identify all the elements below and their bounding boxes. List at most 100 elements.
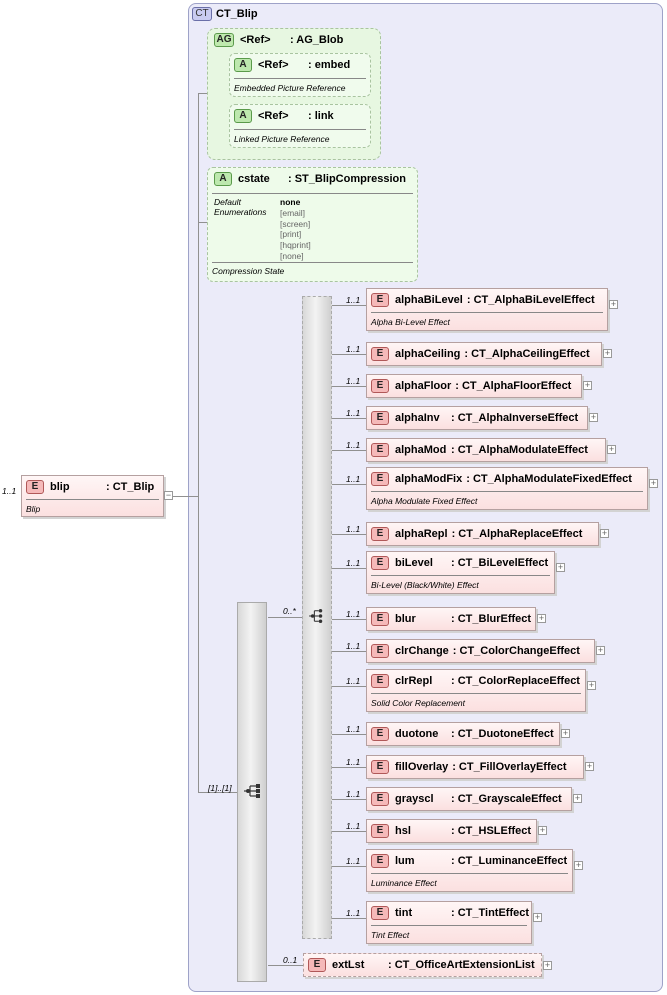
expand-icon[interactable]: + bbox=[596, 645, 605, 655]
choice-connector-line bbox=[332, 450, 366, 451]
expand-icon[interactable]: + bbox=[556, 562, 565, 572]
element-name: clrChange bbox=[395, 645, 449, 657]
attribute-embed[interactable]: A<Ref>: embed Embedded Picture Reference bbox=[229, 53, 371, 97]
expand-icon[interactable]: + bbox=[573, 793, 582, 803]
enum-value: [none] bbox=[280, 250, 304, 261]
expand-icon[interactable]: + bbox=[585, 761, 594, 771]
expand-icon[interactable]: + bbox=[538, 825, 547, 835]
expand-icon[interactable]: + bbox=[533, 912, 542, 922]
element-name: clrRepl bbox=[395, 675, 433, 687]
choice-connector-line bbox=[332, 484, 366, 485]
element-icon: E bbox=[371, 411, 389, 425]
element-type: : CT_BlurEffect bbox=[451, 613, 532, 625]
attribute-group-icon: AG bbox=[214, 33, 234, 47]
expand-icon[interactable]: + bbox=[649, 478, 658, 488]
element-icon: E bbox=[371, 527, 389, 541]
element-cardinality: 1..1 bbox=[346, 789, 361, 799]
enum-value: [email] bbox=[280, 207, 306, 218]
element-type: : CT_AlphaReplaceEffect bbox=[451, 528, 583, 540]
choice-cardinality: 0..* bbox=[283, 606, 296, 616]
element-cardinality: 1..1 bbox=[346, 908, 361, 918]
choice-connector-line bbox=[332, 418, 366, 419]
choice-connector-line bbox=[332, 767, 366, 768]
element-type: : CT_AlphaModulateFixedEffect bbox=[466, 473, 632, 485]
element-icon: E bbox=[371, 674, 389, 688]
sequence-compositor[interactable] bbox=[237, 602, 267, 982]
complex-type-icon: CT bbox=[192, 7, 212, 21]
sequence-icon bbox=[244, 784, 260, 798]
element-icon: E bbox=[26, 480, 44, 494]
element-name: fillOverlay bbox=[395, 761, 449, 773]
element-name: alphaCeiling bbox=[395, 348, 461, 360]
element-name: duotone bbox=[395, 728, 439, 740]
attribute-type: : link bbox=[308, 110, 334, 122]
expand-icon[interactable]: + bbox=[600, 528, 609, 538]
element-name: biLevel bbox=[395, 557, 433, 569]
element-icon: E bbox=[371, 727, 389, 741]
extlst-cardinality: 0..1 bbox=[283, 955, 298, 965]
expand-icon[interactable]: + bbox=[603, 348, 612, 358]
element-cardinality: 1..1 bbox=[346, 295, 361, 305]
sequence-cardinality: [1]..[1] bbox=[208, 783, 232, 793]
element-icon: E bbox=[371, 824, 389, 838]
attribute-group-name: <Ref> bbox=[240, 34, 271, 46]
expand-icon[interactable]: + bbox=[587, 680, 596, 690]
expand-icon[interactable]: + bbox=[574, 860, 583, 870]
enum-value: [hqprint] bbox=[280, 240, 311, 251]
choice-compositor[interactable] bbox=[302, 296, 332, 939]
element-type: : CT_GrayscaleEffect bbox=[451, 793, 562, 805]
attribute-link[interactable]: A<Ref>: link Linked Picture Reference bbox=[229, 104, 371, 148]
expand-icon[interactable]: + bbox=[543, 960, 552, 970]
element-doc: Blip bbox=[26, 499, 159, 514]
choice-connector-line bbox=[332, 651, 366, 652]
choice-connector-line bbox=[332, 568, 366, 569]
element-name: alphaMod bbox=[395, 444, 447, 456]
expand-icon[interactable]: + bbox=[607, 444, 616, 454]
choice-connector-line bbox=[332, 534, 366, 535]
enumerations-label: Enumerations bbox=[214, 207, 267, 217]
cstate-values: none [email] [screen] [print] [hqprint] … bbox=[280, 197, 311, 262]
element-icon: E bbox=[308, 958, 326, 972]
attribute-name: <Ref> bbox=[258, 110, 289, 122]
expand-icon[interactable]: + bbox=[561, 728, 570, 738]
cstate-divider bbox=[212, 193, 413, 194]
element-cardinality: 1..1 bbox=[346, 757, 361, 767]
element-cardinality: 1..1 bbox=[346, 344, 361, 354]
element-name: extLst bbox=[332, 959, 365, 971]
element-icon: E bbox=[371, 472, 389, 486]
extlst-connector bbox=[268, 965, 304, 966]
element-doc: Bi-Level (Black/White) Effect bbox=[371, 575, 550, 590]
expand-icon[interactable]: + bbox=[583, 380, 592, 390]
expand-icon[interactable]: + bbox=[537, 613, 546, 623]
element-cardinality: 1..1 bbox=[346, 641, 361, 651]
element-doc: Alpha Modulate Fixed Effect bbox=[371, 491, 643, 506]
attribute-doc: Embedded Picture Reference bbox=[234, 78, 366, 93]
element-icon: E bbox=[371, 792, 389, 806]
element-type: : CT_AlphaCeilingEffect bbox=[464, 348, 590, 360]
expand-icon[interactable]: + bbox=[609, 299, 618, 309]
expand-icon[interactable]: + bbox=[589, 412, 598, 422]
attribute-doc: Compression State bbox=[212, 262, 413, 276]
expand-icon[interactable]: − bbox=[164, 490, 173, 500]
